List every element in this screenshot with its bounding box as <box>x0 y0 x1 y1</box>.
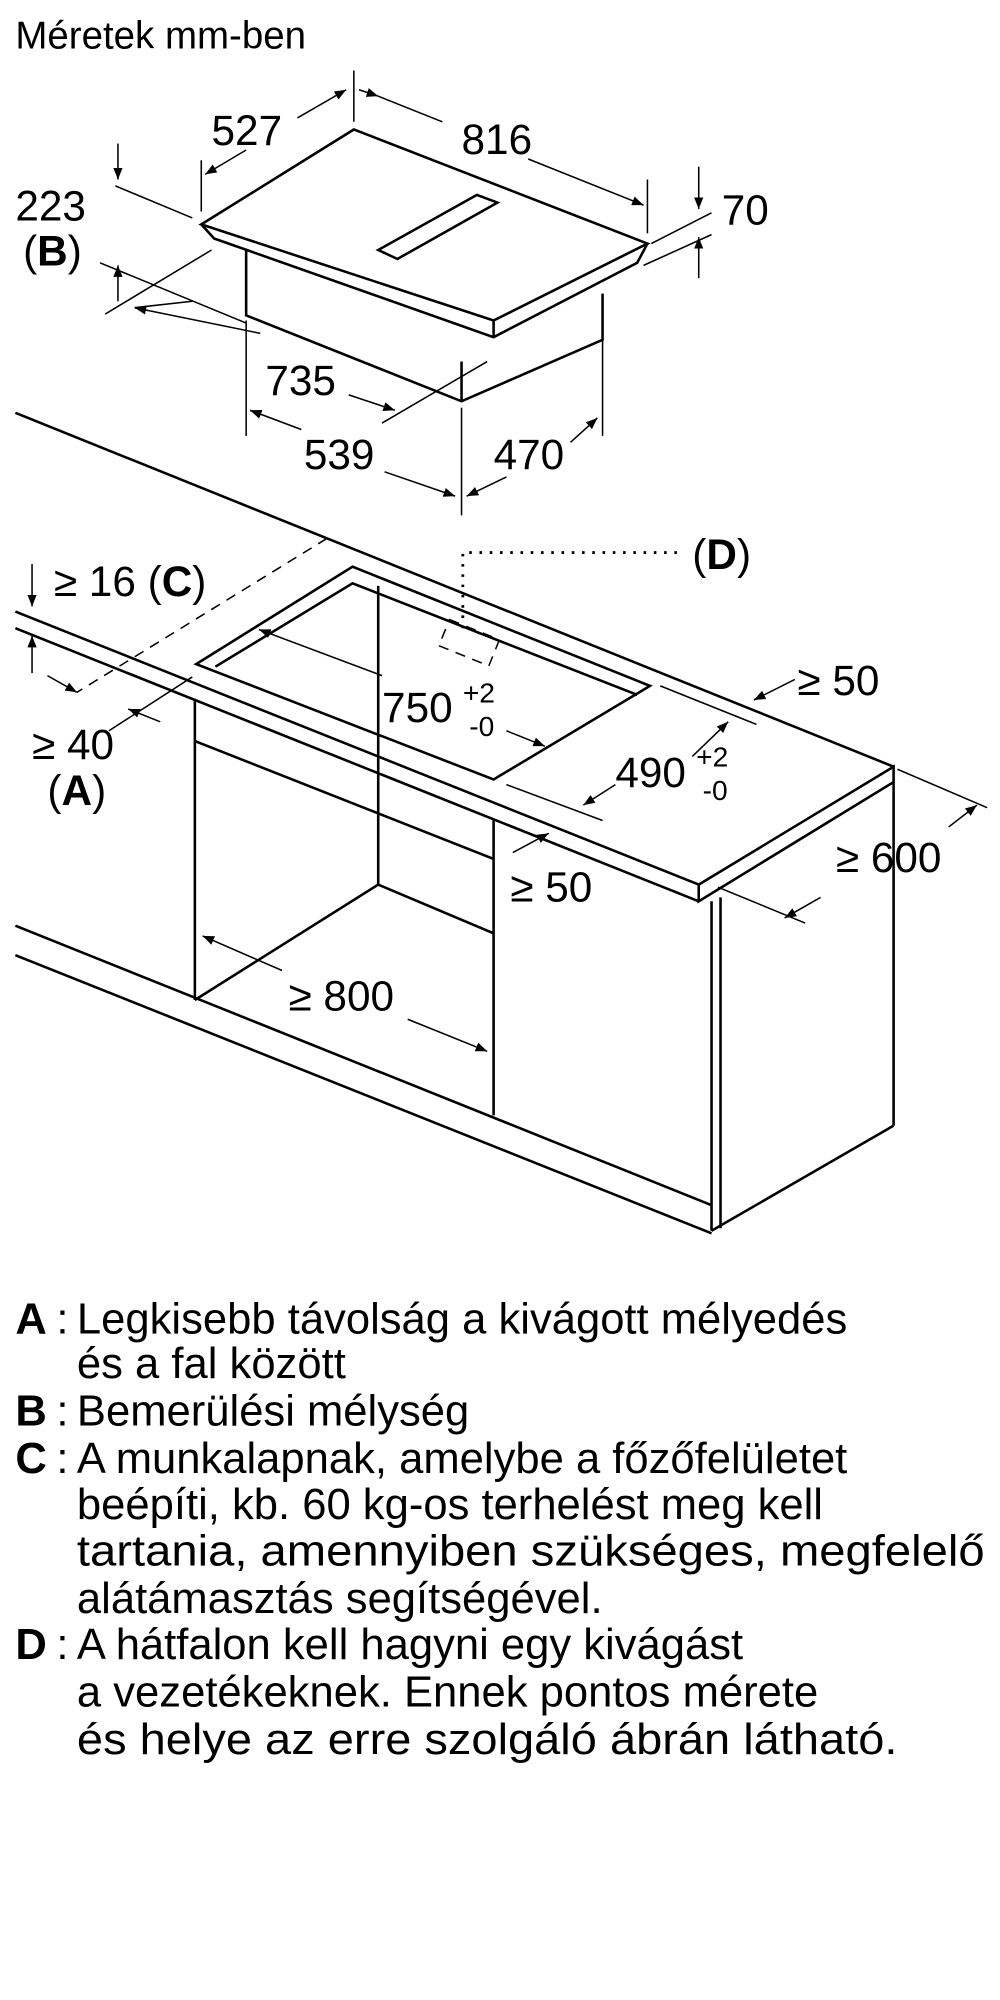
hob-drawing <box>198 128 651 403</box>
legend-b-line-1: Bemerülési mélység <box>77 1388 469 1436</box>
dim-side-gap: ≥ 50 <box>797 657 879 704</box>
dim-70: 70 <box>722 186 769 233</box>
legend-d-line-3: és helye az erre szolgáló ábrán látható. <box>77 1716 898 1764</box>
dim-223: 223 <box>15 183 86 230</box>
legend-c-line-4: alátámasztás segítségével. <box>77 1575 603 1623</box>
dim-cutout-width-tol-minus: -0 <box>703 774 728 806</box>
legend-d-line-2: a vezetékeknek. Ennek pontos mérete <box>77 1668 818 1716</box>
legend-c-line-2: beépíti, kb. 60 kg-os terhelést meg kell <box>77 1481 823 1529</box>
vent-slot <box>375 193 501 261</box>
dim-cutout-length-tol-minus: -0 <box>469 710 494 742</box>
dim-cutout-width-tol-plus: +2 <box>696 741 728 773</box>
legend-letter-b: B <box>15 1388 46 1436</box>
dim-816: 816 <box>462 116 533 163</box>
svg-text::: : <box>56 1295 68 1343</box>
legend-letter-a: A <box>15 1295 46 1343</box>
dim-539: 539 <box>304 431 375 478</box>
legend-a-line-2: és a fal között <box>77 1340 346 1388</box>
dim-cutout-length-tol-plus: +2 <box>463 677 495 709</box>
dim-cutout-length: 750 <box>382 684 453 731</box>
dim-worktop-thickness: ≥ 16 (C) <box>54 558 207 605</box>
legend: A : Legkisebb távolság a kivágott mélyed… <box>15 1295 984 1764</box>
legend-c-line-3: tartania, amennyiben szükséges, megfelel… <box>77 1527 985 1575</box>
label-d: (D) <box>692 531 751 578</box>
dim-735: 735 <box>265 357 336 404</box>
cable-cutout <box>437 618 501 667</box>
legend-a-line-1: Legkisebb távolság a kivágott mélyedés <box>77 1295 847 1343</box>
installation-dimension-lines <box>27 564 988 1052</box>
dim-470: 470 <box>494 431 565 478</box>
dim-cutout-width: 490 <box>615 749 686 796</box>
svg-text::: : <box>56 1621 68 1669</box>
hob-dimension-lines <box>99 70 712 516</box>
legend-c-line-1: A munkalapnak, amelybe a főzőfelületet <box>77 1435 847 1483</box>
svg-text::: : <box>56 1388 68 1436</box>
legend-d-line-1: A hátfalon kell hagyni egy kivágást <box>77 1621 743 1669</box>
dim-wall-gap: ≥ 40 <box>32 721 114 768</box>
legend-letter-c: C <box>15 1435 46 1483</box>
svg-text::: : <box>56 1435 68 1483</box>
dim-cabinet-width: ≥ 800 <box>288 972 394 1019</box>
dim-527: 527 <box>212 107 283 154</box>
legend-letter-d: D <box>15 1621 46 1669</box>
worktop-drawing <box>14 411 895 1235</box>
dim-front-gap: ≥ 50 <box>510 863 592 910</box>
page-title: Méretek mm-ben <box>15 15 306 58</box>
label-a: (A) <box>47 767 106 814</box>
label-b: (B) <box>23 227 82 274</box>
dim-worktop-depth: ≥ 600 <box>836 834 942 881</box>
